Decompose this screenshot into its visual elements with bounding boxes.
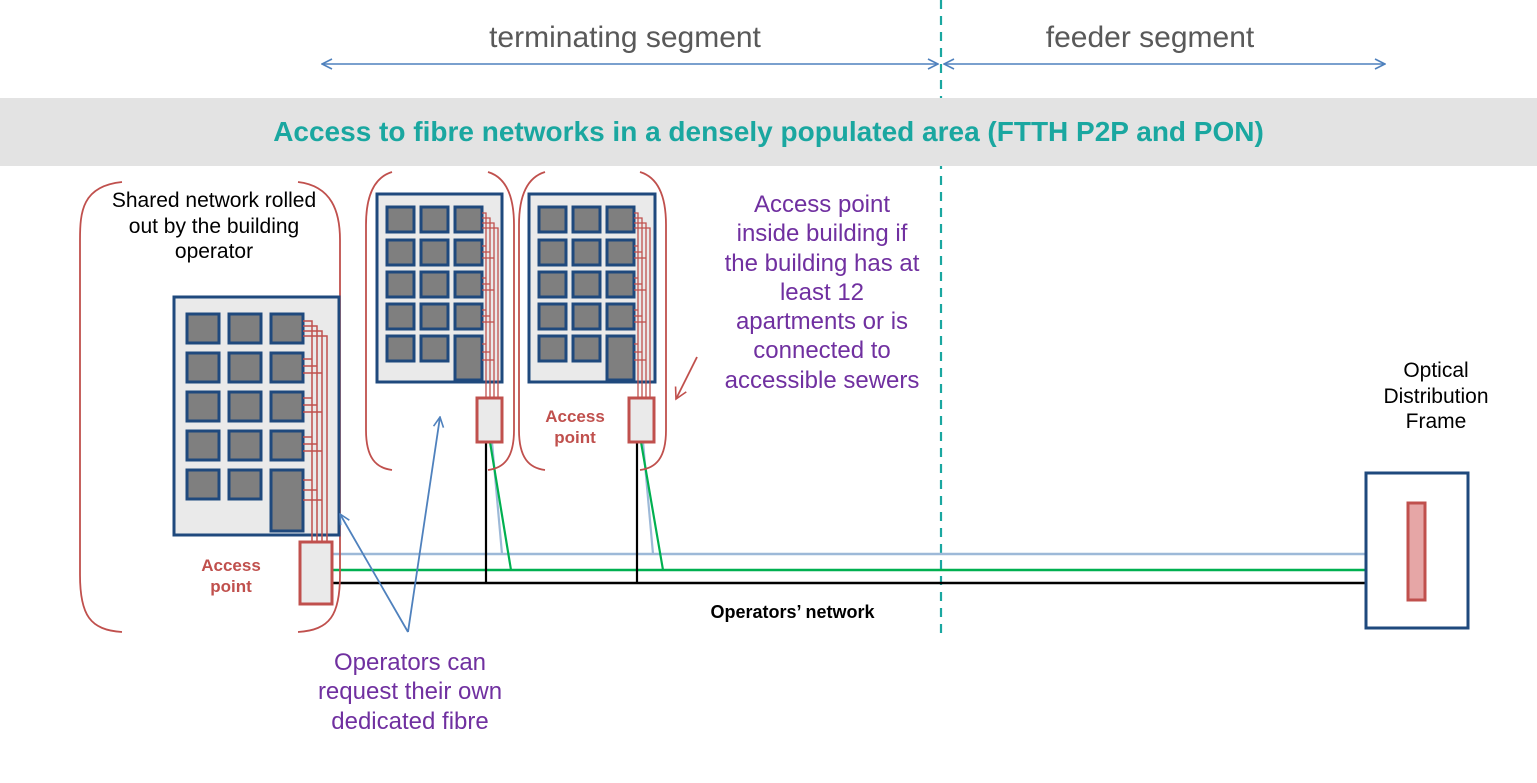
- access-point-building-3: [627, 396, 656, 444]
- building-1-windows: [185, 312, 305, 533]
- terminating-segment-label: terminating segment: [489, 21, 761, 54]
- pointer-arrow-1: [340, 514, 409, 633]
- building-2-windows: [385, 205, 484, 382]
- bracket-building-2-left: [365, 171, 393, 471]
- building-3-windows: [537, 205, 636, 382]
- feeder-segment-label: feeder segment: [1045, 21, 1255, 54]
- pointer-arrow-2: [407, 417, 440, 633]
- title-band: [0, 98, 1537, 166]
- odf-label: Optical Distribution Frame: [1383, 359, 1489, 434]
- optical-distribution-frame: [1364, 471, 1470, 630]
- ap2-green-drop: [488, 441, 513, 571]
- access-point-label-1: Access point: [201, 556, 261, 596]
- building-3: [527, 192, 657, 444]
- access-point-building-2: [475, 396, 504, 444]
- diagram-title: Access to fibre networks in a densely po…: [273, 116, 1264, 147]
- building-2-fibres: [482, 212, 499, 400]
- ap3-green-drop: [639, 441, 665, 571]
- access-point-label-3: Access point: [545, 407, 605, 447]
- access-point-building-1: [298, 540, 334, 606]
- access-point-inside-note: Access point inside building if the buil…: [724, 191, 920, 394]
- building-2: [375, 192, 504, 444]
- operators-network-label: Operators’ network: [710, 602, 875, 622]
- bracket-building-2-right: [487, 171, 515, 471]
- bracket-shared-network: [79, 181, 123, 633]
- bracket-building-3-right: [639, 171, 667, 471]
- shared-network-note: Shared network rolled out by the buildin…: [111, 189, 317, 264]
- building-1: [172, 295, 341, 545]
- building-1-fibres: [303, 320, 328, 545]
- access-point-pointer-arrow: [674, 356, 698, 401]
- building-3-fibres: [634, 212, 651, 400]
- dedicated-fibre-note: Operators can request their own dedicate…: [317, 649, 503, 735]
- bracket-building-3-left: [518, 171, 546, 471]
